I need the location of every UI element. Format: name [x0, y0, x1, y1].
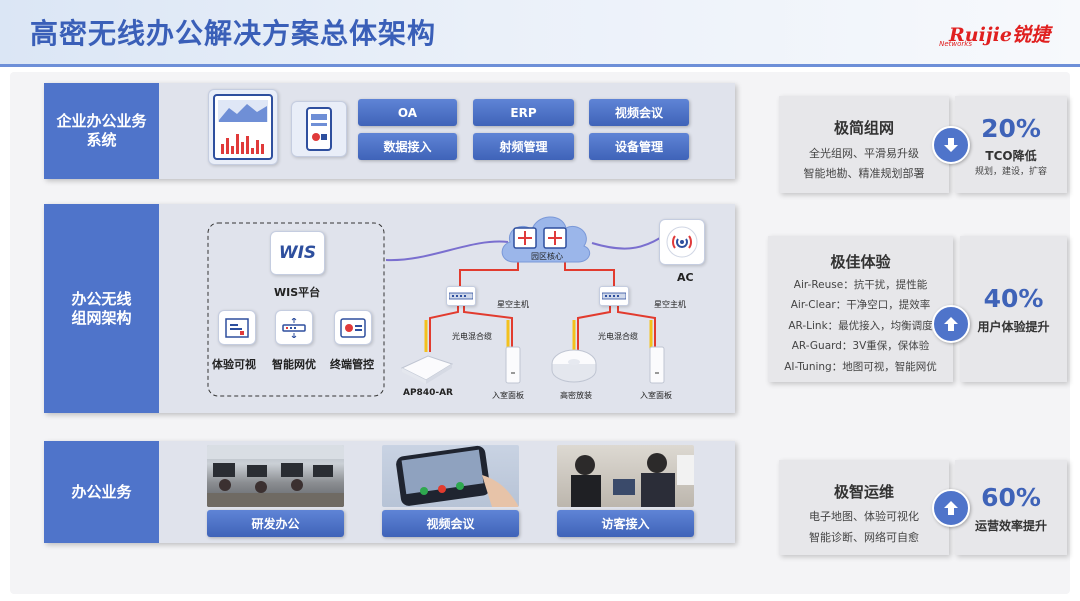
network-optimize-icon [275, 310, 313, 345]
arrow-down-icon [932, 126, 970, 164]
high-density-ap-label: 高密放装 [560, 391, 592, 400]
metric-operations-label: 运营效率提升 [974, 519, 1047, 533]
wis-logo-text: WIS [278, 243, 317, 263]
metric-experience-percent: 40% [983, 284, 1044, 313]
row-label-business: 企业办公业务 系统 [44, 83, 159, 179]
switch-right-label: 星空主机 [654, 300, 686, 309]
phone-app-icon [291, 101, 347, 157]
card-title-smart-operations: 极智运维 [833, 483, 894, 501]
app-video-conference: 视频会议 [589, 99, 689, 126]
feature-terminal-control: 终端管控 [330, 358, 374, 371]
visitor-access-photo [557, 445, 694, 507]
card-line-ops-1: 电子地图、体验可视化 [809, 510, 919, 523]
header-divider [0, 64, 1080, 67]
metric-operations-percent: 60% [981, 483, 1041, 512]
scene-video-conference: 视频会议 [382, 510, 519, 537]
metric-experience-label: 用户体验提升 [977, 320, 1050, 334]
wall-panel-left-label: 入室面板 [492, 391, 524, 400]
metric-user-experience: 40% 用户体验提升 [960, 236, 1067, 382]
experience-visual-icon [218, 310, 256, 345]
card-line-exp-4: AR-Guard：3V重保，保体验 [791, 340, 930, 352]
card-title-best-experience: 极佳体验 [830, 253, 891, 271]
high-density-ap-icon [550, 348, 598, 384]
terminal-control-icon [334, 310, 372, 345]
scene-rd-office: 研发办公 [207, 510, 344, 537]
hybrid-cable-left-label: 光电混合缆 [452, 332, 492, 341]
row-label-office: 办公业务 [44, 441, 159, 543]
scene-visitor-access: 访客接入 [557, 510, 694, 537]
card-line-simple-1: 全光组网、平滑易升级 [809, 147, 919, 160]
card-title-simple-networking: 极简组网 [833, 119, 894, 137]
card-line-exp-1: Air-Reuse：抗干扰，提性能 [793, 279, 928, 291]
campus-core-cloud-icon [496, 206, 596, 266]
app-device-management: 设备管理 [589, 133, 689, 160]
metric-tco: 20% TCO降低 规划，建设，扩容 [955, 96, 1067, 193]
feature-network-optimize: 智能网优 [272, 358, 316, 371]
wall-panel-right-label: 入室面板 [640, 391, 672, 400]
switch-right-icon [599, 286, 629, 306]
row-network-architecture: 办公无线 组网架构 [44, 204, 735, 413]
brand-logo: Ruijie锐捷 [948, 24, 1050, 46]
dashboard-icon [208, 89, 278, 165]
header-band [0, 0, 1080, 66]
metric-tco-label: TCO降低 [985, 149, 1037, 163]
arrow-up-icon [932, 489, 970, 527]
switch-left-label: 星空主机 [497, 300, 529, 309]
ac-controller-icon [659, 219, 705, 265]
ap840-ar-device-icon [398, 352, 454, 386]
card-line-exp-2: Air-Clear：干净空口，提效率 [790, 299, 931, 311]
video-call-photo [382, 445, 519, 507]
card-line-exp-5: AI-Tuning：地图可视，智能网优 [784, 361, 937, 373]
app-data-access: 数据接入 [358, 133, 457, 160]
brand-logo-subtitle: Networks [939, 40, 972, 48]
ap840-ar-label: AP840-AR [403, 388, 453, 398]
wis-platform-label: WIS平台 [274, 286, 321, 299]
row-label-network: 办公无线 组网架构 [44, 204, 159, 413]
card-line-simple-2: 智能地勘、精准规划部署 [803, 167, 925, 180]
wall-panel-left-icon [503, 346, 523, 384]
metric-tco-sub: 规划，建设，扩容 [974, 167, 1047, 177]
feature-experience-visual: 体验可视 [212, 358, 256, 371]
app-oa: OA [358, 99, 457, 126]
hybrid-cable-right-label: 光电混合缆 [598, 332, 638, 341]
card-line-exp-3: AR-Link：最优接入，均衡调度 [788, 320, 933, 332]
card-best-experience: 极佳体验 Air-Reuse：抗干扰，提性能 Air-Clear：干净空口，提效… [768, 236, 953, 382]
app-rf-management: 射频管理 [473, 133, 574, 160]
page-title: 高密无线办公解决方案总体架构 [30, 17, 437, 50]
metric-operations: 60% 运营效率提升 [955, 460, 1067, 555]
rd-office-photo [207, 445, 344, 507]
wis-logo-icon: WIS [270, 231, 325, 275]
campus-core-label: 园区核心 [531, 252, 563, 261]
switch-left-icon [446, 286, 476, 306]
wall-panel-right-icon [647, 346, 667, 384]
ac-label: AC [677, 271, 694, 284]
card-smart-operations: 极智运维 电子地图、体验可视化 智能诊断、网络可自愈 [779, 460, 949, 555]
app-erp: ERP [473, 99, 574, 126]
card-simple-networking: 极简组网 全光组网、平滑易升级 智能地勘、精准规划部署 [779, 96, 949, 193]
arrow-up-icon [932, 305, 970, 343]
card-line-ops-2: 智能诊断、网络可自愈 [809, 531, 919, 544]
metric-tco-percent: 20% [981, 114, 1041, 143]
